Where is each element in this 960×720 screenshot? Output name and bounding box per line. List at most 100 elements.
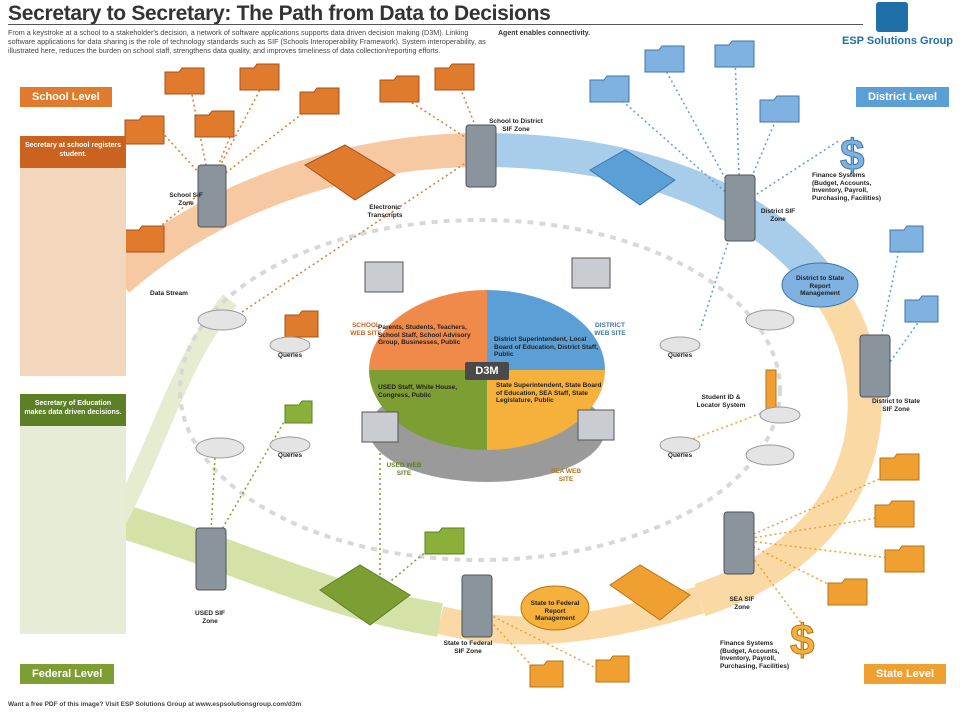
district-finance-label: Finance Systems (Budget, Accounts, Inven…	[812, 172, 881, 202]
data-tray	[745, 309, 795, 331]
district-process-diamond	[589, 149, 676, 206]
query-pedestal	[269, 336, 311, 354]
used-web-label: USED WEB SITE	[386, 462, 422, 477]
school-district-server-icon	[465, 124, 497, 188]
federal-secretary-panel: Secretary of Education makes data driven…	[20, 394, 126, 634]
state-federal-zone-label: State to Federal SIF Zone	[443, 640, 493, 655]
district-band	[479, 133, 834, 291]
school-folder-icon	[164, 67, 205, 95]
district-folder-icon	[714, 40, 755, 68]
federal-folder-icon	[424, 527, 465, 555]
pie-state-text: State Superintendent, State Board of Edu…	[496, 382, 602, 404]
pie-federal-text: USED Staff, White House, Congress, Publi…	[378, 384, 458, 399]
school-zone-label: School SIF Zone	[169, 192, 203, 207]
state-finance-label: Finance Systems (Budget, Accounts, Inven…	[720, 640, 789, 670]
state-process-diamond	[609, 564, 691, 621]
page-title: Secretary to Secretary: The Path from Da…	[8, 2, 551, 25]
state-report-mgmt-node	[520, 585, 590, 631]
state-folder-icon	[529, 660, 564, 688]
sea-zone-label: SEA SIF Zone	[729, 596, 755, 611]
sea-web-monitor-icon	[577, 409, 615, 441]
school-server-icon	[197, 164, 227, 228]
school-web-monitor-icon	[364, 261, 404, 293]
federal-process-diamond	[319, 564, 411, 626]
school-folder-icon	[124, 225, 165, 253]
student-locator-label: Student ID & Locator System	[696, 394, 746, 409]
school-folder-icon	[299, 87, 340, 115]
district-level-label: District Level	[856, 87, 950, 107]
locator-icon	[765, 369, 777, 411]
inner-ring	[178, 218, 782, 562]
state-federal-mgmt-label: State to Federal Report Management	[530, 600, 580, 622]
federal-folder-icon	[284, 400, 313, 424]
school-secretary-panel: Secretary at school registers student.	[20, 136, 126, 376]
district-report-mgmt-node	[781, 262, 859, 308]
school-folder-icon	[194, 110, 235, 138]
federal-level-label: Federal Level	[20, 664, 115, 684]
district-folder-icon	[759, 95, 800, 123]
used-web-monitor-icon	[361, 411, 399, 443]
school-secretary-caption: Secretary at school registers student.	[20, 136, 126, 168]
school-district-zone-label: School to District SIF Zone	[489, 118, 543, 133]
district-web-monitor-icon	[571, 257, 611, 289]
state-band	[694, 269, 882, 617]
title-rule	[8, 24, 863, 25]
esp-logo-icon	[876, 2, 908, 32]
federal-secretary-caption: Secretary of Education makes data driven…	[20, 394, 126, 426]
district-folder-icon	[644, 45, 685, 73]
pie-school-text: Parents, Students, Teachers, School Staf…	[378, 324, 471, 346]
state-federal-server-icon	[461, 574, 493, 638]
federal-band	[113, 503, 443, 637]
queries-label: Queries	[277, 452, 303, 459]
state-folder-icon	[879, 453, 920, 481]
used-zone-label: USED SIF Zone	[195, 610, 225, 625]
query-pedestal	[659, 336, 701, 354]
used-server-icon	[195, 527, 227, 591]
locator-pedestal	[759, 406, 801, 424]
school-web-label: SCHOOL WEB SITE	[350, 322, 382, 337]
school-folder-icon	[124, 115, 165, 145]
school-level-label: School Level	[20, 87, 112, 107]
district-state-server-icon	[859, 334, 891, 398]
state-folder-icon	[595, 655, 630, 683]
query-pedestal	[269, 436, 311, 454]
district-state-mgmt-label: District to State Report Management	[795, 275, 845, 297]
district-zone-label: District SIF Zone	[760, 208, 796, 223]
district-web-label: DISTRICT WEB SITE	[594, 322, 626, 337]
logo-text: ESP Solutions Group	[842, 35, 954, 47]
school-folder-icon	[239, 63, 280, 91]
agent-legend-note: Agent enables connectivity.	[498, 30, 591, 37]
state-level-label: State Level	[864, 664, 947, 684]
state-folder-icon	[827, 578, 868, 606]
federal-side-band	[110, 294, 237, 525]
school-folder-icon	[434, 63, 475, 91]
school-folder-icon	[284, 310, 319, 338]
footer-text: Want a free PDF of this image? Visit ESP…	[8, 701, 302, 708]
district-folder-icon	[904, 295, 939, 323]
queries-label: Queries	[667, 452, 693, 459]
school-band	[106, 133, 481, 293]
district-finance-dollar-icon: $	[840, 131, 864, 180]
state-folder-icon	[884, 545, 925, 573]
queries-label: Queries	[277, 352, 303, 359]
school-process-diamond	[304, 144, 396, 201]
district-folder-icon	[589, 75, 630, 103]
state-finance-dollar-icon: $	[790, 616, 814, 665]
intro-text: From a keystroke at a school to a stakeh…	[8, 28, 486, 55]
d3m-pie	[369, 290, 605, 482]
d3m-label: D3M	[465, 362, 509, 380]
data-tray	[197, 309, 247, 331]
school-folder-icon	[379, 75, 420, 103]
electronic-transcripts-label: Electronic Transcripts	[367, 204, 403, 219]
data-stream-label: Data Stream	[150, 290, 188, 297]
state-folder-icon	[874, 500, 915, 528]
data-tray	[745, 444, 795, 466]
queries-label: Queries	[667, 352, 693, 359]
sea-web-label: SEA WEB SITE	[550, 468, 582, 483]
pie-district-text: District Superintendent, Local Board of …	[494, 336, 599, 358]
data-tray	[195, 437, 245, 459]
query-pedestal	[659, 436, 701, 454]
district-folder-icon	[889, 225, 924, 253]
district-state-zone-label: District to State SIF Zone	[871, 398, 921, 413]
